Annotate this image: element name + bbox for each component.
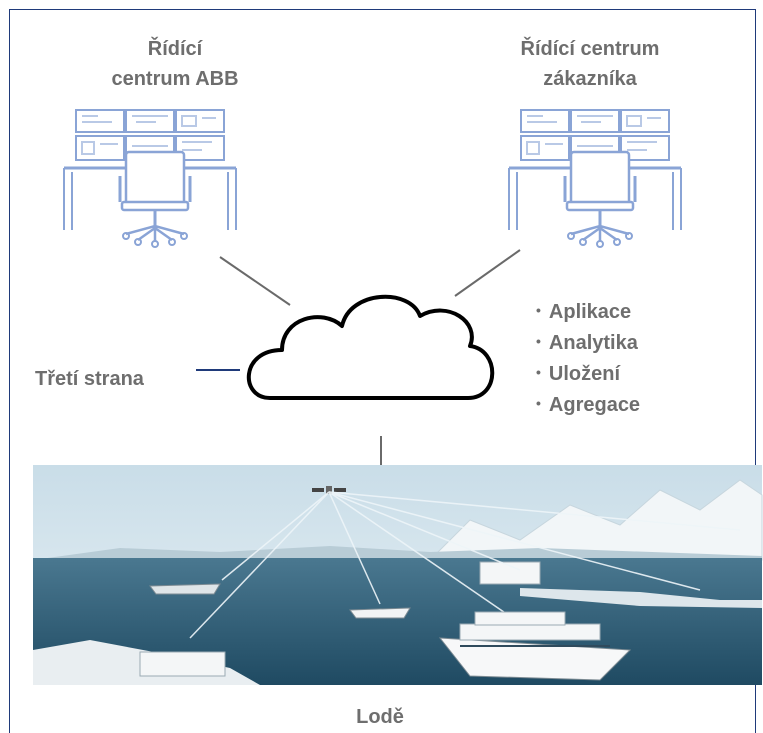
- ships-label: Lodě: [356, 706, 404, 728]
- connector-customer-cloud: [454, 249, 521, 297]
- control-center-customer-label: Řídící centrum zákazníka: [490, 34, 690, 94]
- ships-scene: [33, 465, 763, 685]
- cloud-function-label: Analytika: [548, 332, 638, 354]
- cloud-function-label: Aplikace: [548, 301, 632, 323]
- control-center-customer-line2: zákazníka: [543, 68, 637, 90]
- cloud-functions-list: • Aplikace • Analytika • Uložení • Agregace: [536, 297, 640, 421]
- cloud-icon: [246, 294, 495, 400]
- cloud-function-item: • Uložení: [536, 359, 640, 390]
- bullet-glyph: •: [536, 302, 541, 318]
- control-center-abb-line1: Řídící: [147, 38, 203, 60]
- satellite-icon: [312, 486, 346, 494]
- control-center-abb-line2: centrum ABB: [111, 68, 239, 90]
- cloud-function-item: • Aplikace: [536, 297, 640, 328]
- bullet-glyph: •: [536, 395, 541, 411]
- cloud-function-item: • Analytika: [536, 328, 640, 359]
- third-party-label: Třetí strana: [35, 368, 144, 390]
- bullet-glyph: •: [536, 364, 541, 380]
- workstation-abb-icon: [62, 108, 238, 249]
- workstation-customer-icon: [507, 108, 683, 249]
- cruise-ship-icon: [438, 611, 632, 681]
- bullet-glyph: •: [536, 333, 541, 349]
- cloud-function-label: Uložení: [548, 363, 621, 385]
- cloud-function-label: Agregace: [548, 394, 641, 416]
- cloud-function-item: • Agregace: [536, 390, 640, 421]
- connector-abb-cloud: [219, 256, 291, 306]
- diagram-frame: [9, 9, 756, 733]
- control-center-abb-label: Řídící centrum ABB: [95, 34, 255, 94]
- control-center-customer-line1: Řídící centrum: [520, 38, 660, 60]
